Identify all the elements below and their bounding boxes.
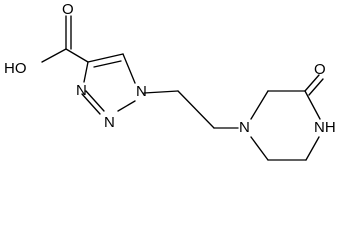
bond-ketone-b	[308, 78, 324, 96]
triazole-n3-label: N	[76, 82, 87, 99]
bond-acid-to-ring	[65, 48, 89, 63]
bond-ketone-a	[304, 74, 320, 92]
nh-label: NH	[314, 119, 336, 136]
triazole-n2-label: N	[104, 114, 115, 131]
triazole-n1-label: N	[136, 83, 147, 100]
bond-c5-n1	[122, 53, 136, 84]
bond-amine-ch2-top	[250, 90, 269, 120]
chemical-structure-diagram: HO O N N N O N NH	[4, 1, 336, 161]
bond-n1-n2	[117, 100, 136, 112]
molecule-canvas: HO O N N N O N NH	[4, 0, 336, 161]
acid-oxygen-label: O	[62, 1, 74, 18]
bond-n2-n3-a	[85, 90, 105, 112]
bond-nh-ch2	[305, 136, 320, 161]
bond-ch2-amine	[250, 136, 269, 161]
bond-c-oh	[41, 48, 67, 63]
bond-c4-c5-double	[93, 60, 122, 68]
bond-n1-ethyl	[143, 90, 179, 94]
bond-n3-c4	[83, 61, 89, 83]
bond-n2-n3-b	[81, 93, 101, 115]
bond-carbonyl-nh	[304, 90, 321, 120]
bond-ethyl-chain	[177, 90, 215, 129]
amine-nitrogen-label: N	[239, 119, 250, 136]
bond-c4-c5	[87, 53, 124, 63]
hydroxyl-label: HO	[4, 60, 27, 77]
ketone-oxygen-label: O	[314, 61, 326, 78]
